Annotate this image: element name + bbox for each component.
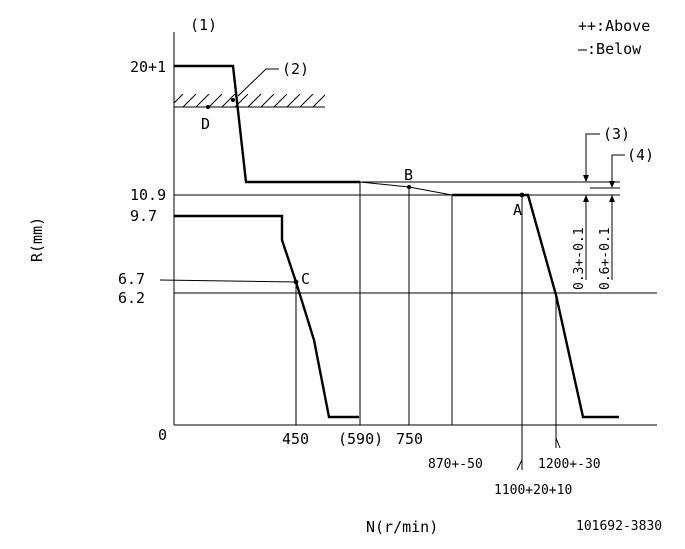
point-d-label: D [201, 115, 210, 133]
arrow-4-up [609, 195, 615, 202]
arrow-4-down [609, 181, 615, 188]
arrow-3-down [583, 175, 589, 182]
leader-3 [585, 133, 600, 180]
idle-curve [174, 214, 359, 419]
x-axis-title: N(r/min) [366, 518, 438, 536]
full-load-curve-upper [174, 64, 360, 184]
callout-1: (1) [190, 16, 217, 34]
y-axis-title: R(mm) [28, 217, 46, 262]
callout-3: (3) [603, 125, 630, 143]
leader-2 [237, 68, 279, 97]
y-tick-10-9: 10.9 [130, 186, 166, 204]
y-tick-9-7: 9.7 [130, 207, 157, 225]
x-tick-450: 450 [282, 430, 309, 448]
x-tick-750: 750 [396, 430, 423, 448]
x-tick-1100: 1100+20+10 [494, 483, 572, 498]
callout-2: (2) [282, 60, 309, 78]
callout-4: (4) [627, 146, 654, 164]
leader-1200 [555, 437, 561, 449]
leader-1100 [516, 459, 523, 471]
point-c-label: C [301, 270, 310, 288]
legend-above: ++:Above [578, 17, 650, 35]
y-tick-6-7: 6.7 [118, 270, 145, 288]
point-d-marker [206, 105, 210, 109]
origin-label: 0 [158, 426, 167, 444]
drawing-number: 101692-3830 [576, 519, 662, 534]
leader-6-7 [159, 279, 297, 283]
leader-4 [611, 154, 625, 186]
y-tick-20: 20+1 [130, 58, 166, 76]
legend-below: —:Below [578, 40, 642, 58]
point-b-label: B [404, 166, 413, 184]
x-tick-870: 870+-50 [428, 457, 483, 472]
x-tick-590: (590) [338, 430, 383, 448]
tolerance-3-label: 0.3+-0.1 [572, 227, 587, 290]
point-b-marker [407, 185, 411, 189]
full-load-curve-lower [452, 193, 619, 419]
arrow-3-up [583, 195, 589, 202]
tolerance-4-label: 0.6+-0.1 [598, 227, 613, 290]
x-tick-1200: 1200+-30 [538, 457, 601, 472]
point-stop-marker [231, 98, 235, 102]
point-a-marker [519, 192, 525, 198]
y-tick-6-2: 6.2 [118, 289, 145, 307]
stop-hatch [174, 94, 325, 107]
point-a-label: A [513, 201, 522, 219]
